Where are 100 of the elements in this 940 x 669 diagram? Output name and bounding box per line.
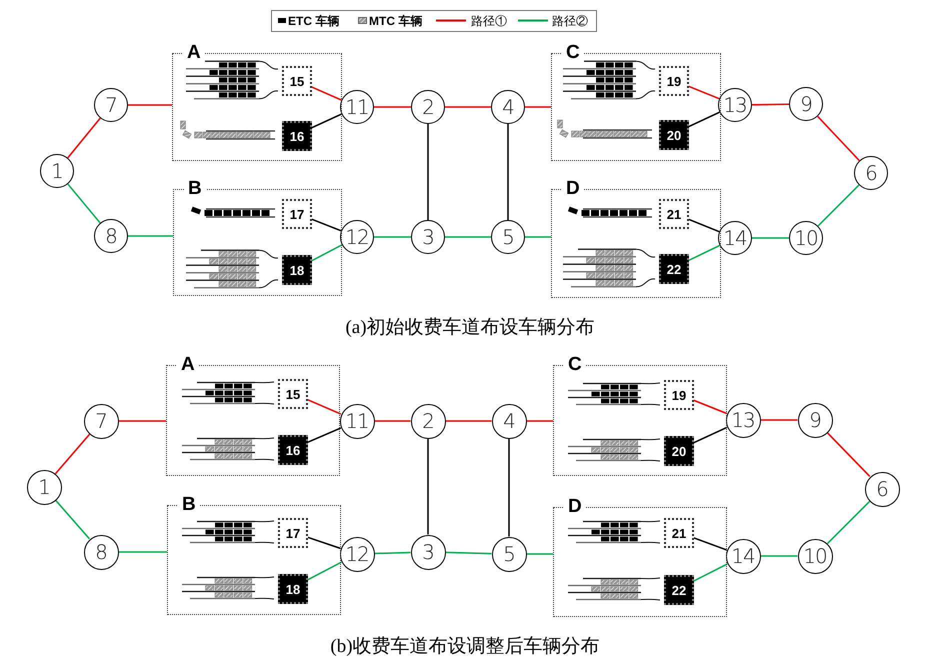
node-circle: 11 <box>340 90 374 124</box>
connector-line <box>310 113 342 129</box>
connector-line <box>826 432 870 477</box>
connector-line <box>128 235 173 237</box>
dotted-box: 19 <box>664 380 694 410</box>
connector-line <box>67 184 101 224</box>
caption: (b)收费车道布设调整后车辆分布 <box>330 635 600 659</box>
node-circle: 3 <box>411 220 445 254</box>
filled-box: 20 <box>664 436 694 466</box>
filled-box: 18 <box>278 574 308 604</box>
node-circle: 6 <box>854 156 888 190</box>
connector-line <box>688 112 720 128</box>
node-circle: 5 <box>491 220 525 254</box>
caption: (a)初始收费车道布设车辆分布 <box>345 316 595 340</box>
connector-line <box>826 500 870 544</box>
node-circle: 6 <box>864 472 900 506</box>
connector-line <box>310 244 342 262</box>
connector-line <box>306 536 341 550</box>
node-circle: 12 <box>340 536 374 572</box>
filled-box: 22 <box>659 254 689 284</box>
connector-line <box>688 85 720 100</box>
node-circle: 9 <box>789 87 823 121</box>
node-circle: 14 <box>718 221 752 255</box>
connector-line <box>692 426 728 444</box>
node-circle: 9 <box>798 402 832 438</box>
dotted-box: 15 <box>278 379 308 409</box>
connector-line <box>446 420 492 422</box>
connector-line <box>507 124 509 220</box>
connector-line <box>118 551 167 553</box>
connector-line <box>445 106 491 108</box>
node-circle: 4 <box>491 90 525 124</box>
connector-line <box>374 106 411 108</box>
connector-line <box>688 218 720 232</box>
connector-line <box>118 420 166 422</box>
connector-line <box>54 434 90 474</box>
connector-line <box>128 104 172 106</box>
connector-line <box>752 104 790 106</box>
connector-line <box>374 552 411 554</box>
connector-line <box>760 555 798 557</box>
node-circle: 11 <box>340 404 374 438</box>
node-circle: 4 <box>492 404 526 438</box>
dotted-box: 17 <box>282 199 312 229</box>
connector-line <box>427 438 429 534</box>
node-circle: 8 <box>84 534 118 570</box>
filled-box: 22 <box>664 575 694 605</box>
filled-box: 16 <box>278 435 308 465</box>
node-circle: 1 <box>40 154 74 188</box>
node-circle: 10 <box>798 538 832 574</box>
connector-line <box>692 536 727 551</box>
connector-line <box>445 236 491 238</box>
connector-line <box>310 218 342 232</box>
dotted-box: 17 <box>278 518 308 548</box>
connector-line <box>817 184 860 227</box>
node-circle: 3 <box>410 534 446 570</box>
group-label: C <box>562 42 584 64</box>
connector-line <box>374 236 411 238</box>
node-circle: 7 <box>84 404 118 438</box>
connector-line <box>310 86 342 101</box>
node-circle: 5 <box>492 536 526 572</box>
connector-line <box>306 427 342 444</box>
connector-line <box>525 106 551 108</box>
connector-line <box>445 552 492 554</box>
connector-line <box>525 236 551 238</box>
node-circle: 13 <box>726 402 760 438</box>
connector-line <box>427 124 429 220</box>
connector-line <box>526 553 553 555</box>
node-circle: 7 <box>94 88 128 122</box>
node-circle: 10 <box>789 221 823 255</box>
node-circle: 13 <box>718 88 752 122</box>
dotted-box: 21 <box>659 199 689 229</box>
connector-line <box>692 399 728 414</box>
connector-line <box>306 398 342 415</box>
node-circle: 1 <box>26 470 62 504</box>
legend-label: MTC 车辆 <box>369 13 422 29</box>
dotted-box: 15 <box>282 66 312 96</box>
filled-box: 20 <box>659 120 689 150</box>
connector-line <box>374 420 410 422</box>
dotted-box: 19 <box>659 66 689 96</box>
node-circle: 12 <box>340 220 374 254</box>
legend-label: 路径① <box>471 13 507 29</box>
node-circle: 2 <box>410 404 446 438</box>
connector-line <box>67 118 101 158</box>
filled-box: 16 <box>282 121 312 151</box>
group-label: A <box>183 42 205 64</box>
node-circle: 14 <box>726 538 760 574</box>
connector-line <box>817 116 860 162</box>
connector-line <box>508 438 510 536</box>
node-circle: 8 <box>94 219 128 253</box>
connector-line <box>526 420 553 422</box>
filled-box: 18 <box>282 255 312 285</box>
dotted-box: 21 <box>664 518 694 548</box>
connector-line <box>752 237 789 239</box>
legend-label: 路径② <box>552 13 588 29</box>
connector-line <box>688 244 720 262</box>
connector-line <box>760 419 798 421</box>
connector-line <box>54 500 90 540</box>
connector-line <box>306 561 342 581</box>
connector-line <box>692 563 728 582</box>
node-circle: 2 <box>411 90 445 124</box>
legend-label: ETC 车辆 <box>288 13 340 29</box>
